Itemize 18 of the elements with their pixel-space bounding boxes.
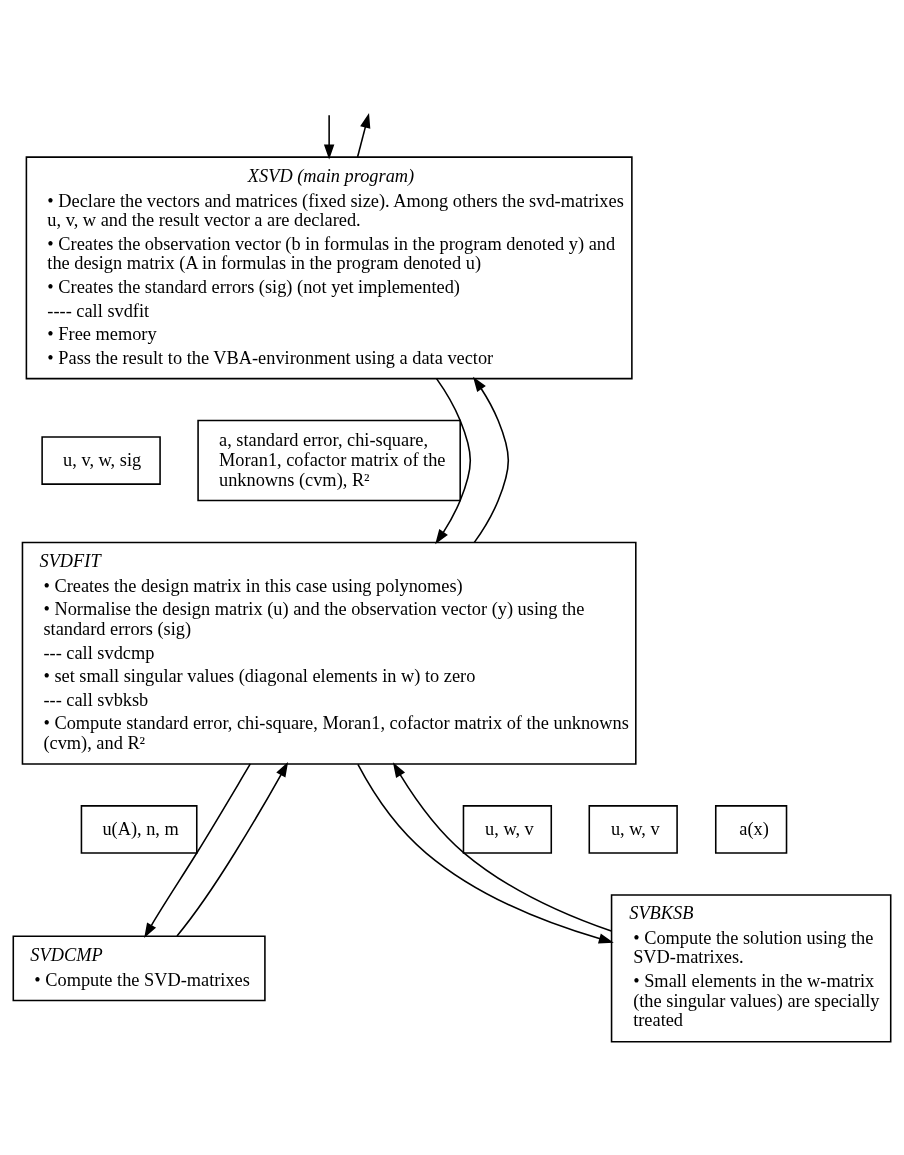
arrow	[392, 761, 613, 932]
arrow	[356, 112, 371, 158]
node-box: SVDFIT • Creates the design matrix in this case using polynomes) • Normalise the design matrix (u) and the observation vector (y) using the standard errors (sig) --- call svdcmp • set small singular values (diagonal elements in w) to zero --- call svbksb • Compute standard error, chi-square, Moran1, cofactor matrix of the unknowns (cvm), and R²	[21, 541, 637, 765]
arrow	[323, 114, 335, 159]
arrow	[435, 377, 472, 544]
node-box: SVDCMP • Compute the SVD-matrixes	[12, 934, 266, 1001]
arrow	[176, 761, 289, 937]
node-box: SVBKSB • Compute the solution using the SVD-matrixes. • Small elements in the w-matrix (the singular values) are specially treated	[610, 893, 892, 1043]
node-box: a(x)	[714, 804, 788, 854]
node-box: a, standard error, chi-square, Moran1, cofactor matrix of the unknowns (cvm), R²	[197, 419, 461, 501]
arrow	[357, 763, 614, 944]
arrow	[473, 376, 510, 543]
node-box: u, w, v	[462, 804, 553, 854]
node-box: u(A), n, m	[80, 804, 198, 854]
arrow	[144, 762, 252, 938]
node-box: XSVD (main program) • Declare the vectors and matrices (fixed size). Among others the svd-matrixes u, v, w and the result vector a are declared. • Creates the observation vector (b in formulas in the program denoted y) and the design matrix (A in formulas in the program denoted u) • Creates the standard errors (sig) (not yet implemented) ---- call svdfit • Free memory • Pass the result to the VBA-environment using a data vector	[25, 155, 633, 379]
node-box: u, w, v	[588, 804, 678, 854]
node-box: u, v, w, sig	[41, 435, 161, 485]
